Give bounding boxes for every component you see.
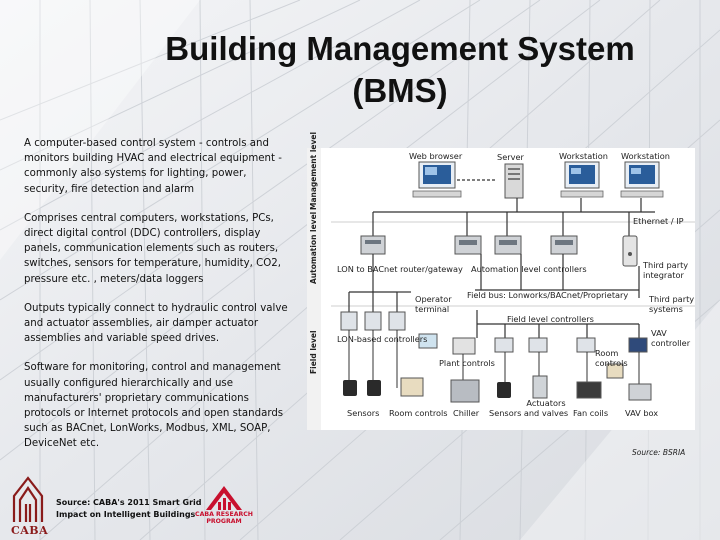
diagram-graphics bbox=[307, 148, 695, 430]
server-label: Server bbox=[497, 152, 524, 162]
ethernet-label: Ethernet / IP bbox=[633, 216, 684, 226]
web-browser-computer-icon bbox=[412, 161, 462, 198]
bms-architecture-diagram: Management level Automation level Field … bbox=[307, 132, 695, 430]
footer-source-line1: Source: CABA's 2011 Smart Grid bbox=[56, 498, 202, 507]
slide-title-line1: Building Management System bbox=[165, 30, 635, 67]
field-controller-icon bbox=[494, 337, 514, 353]
plant-controls-label: Plant controls bbox=[439, 358, 495, 368]
fan-coils-label: Fan coils bbox=[573, 408, 609, 418]
research-program-logo-icon bbox=[206, 486, 242, 510]
caba-logo-text: CABA bbox=[11, 524, 49, 537]
actuators-label: Actuators and valves bbox=[523, 398, 569, 418]
workstation-label: Workstation bbox=[559, 151, 608, 161]
automation-controllers-label: Automation level controllers bbox=[471, 264, 587, 274]
footer-source: Source: CABA's 2011 Smart Grid Impact on… bbox=[56, 497, 206, 521]
vav-box-icon bbox=[628, 383, 652, 401]
workstation-computer-icon-2 bbox=[620, 161, 664, 198]
vav-controller-icon bbox=[628, 337, 648, 353]
research-program-text: CABA RESEARCH PROGRAM bbox=[192, 511, 256, 525]
fan-coil-icon bbox=[576, 381, 602, 399]
sensor-icon-3 bbox=[497, 382, 511, 398]
lon-controller-icon-2 bbox=[364, 311, 382, 331]
paragraph-components: Comprises central computers, workstation… bbox=[24, 212, 281, 285]
automation-controller-icon-3 bbox=[550, 235, 578, 255]
field-level-controllers-label: Field level controllers bbox=[507, 314, 594, 324]
vav-controller-label: VAV controller bbox=[651, 328, 691, 348]
actuator-icon bbox=[532, 375, 548, 399]
workstation-computer-icon bbox=[560, 161, 604, 198]
automation-controller-icon bbox=[454, 235, 482, 255]
automation-level-label: Automation level bbox=[309, 211, 318, 284]
vav-box-label: VAV box bbox=[625, 408, 659, 418]
slide-title: Building Management System (BMS) bbox=[120, 28, 680, 112]
room-controls-label: Room controls bbox=[389, 408, 448, 418]
room-controls-right-label: Room controls bbox=[595, 348, 628, 368]
paragraph-software: Software for monitoring, control and man… bbox=[24, 362, 284, 450]
plant-controls-icon bbox=[452, 337, 476, 355]
caba-logo-icon bbox=[12, 476, 44, 522]
server-icon bbox=[504, 163, 524, 199]
field-bus-label: Field bus: Lonworks/BACnet/Proprietary bbox=[467, 290, 629, 300]
paragraph-definition: A computer-based control system - contro… bbox=[24, 138, 282, 195]
room-controls-icon bbox=[400, 377, 424, 397]
sensor-icon bbox=[343, 380, 357, 396]
paragraph-outputs: Outputs typically connect to hydraulic c… bbox=[24, 302, 288, 345]
lon-controller-icon-3 bbox=[388, 311, 406, 331]
research-program-line2: PROGRAM bbox=[206, 518, 242, 525]
web-browser-label: Web browser bbox=[409, 151, 463, 161]
chiller-label: Chiller bbox=[453, 408, 480, 418]
operator-terminal-icon bbox=[418, 333, 438, 349]
diagram-source: Source: BSRIA bbox=[632, 448, 686, 457]
sensors-label-2: Sensors bbox=[489, 408, 522, 418]
field-controller-icon-2 bbox=[528, 337, 548, 353]
footer-source-line2: Impact on Intelligent Buildings bbox=[56, 510, 196, 519]
lon-based-controllers-label: LON-based controllers bbox=[337, 334, 428, 344]
room-controls-icon-2 bbox=[606, 363, 624, 379]
chiller-icon bbox=[450, 379, 480, 403]
operator-terminal-label: Operator terminal bbox=[415, 294, 452, 314]
third-party-systems-label: Third party systems bbox=[649, 294, 695, 314]
third-party-integrator-icon bbox=[622, 235, 638, 267]
lon-router-icon bbox=[360, 235, 386, 255]
workstation-label-2: Workstation bbox=[621, 151, 670, 161]
sensors-label: Sensors bbox=[347, 408, 380, 418]
management-level-label: Management level bbox=[309, 131, 318, 210]
sensor-icon-2 bbox=[367, 380, 381, 396]
research-program-line1: CABA RESEARCH bbox=[195, 511, 253, 518]
third-party-integrator-label: Third party integrator bbox=[643, 260, 689, 280]
lon-router-label: LON to BACnet router/gateway bbox=[337, 264, 463, 274]
lon-controller-icon bbox=[340, 311, 358, 331]
field-level-label: Field level bbox=[309, 330, 318, 374]
automation-controller-icon-2 bbox=[494, 235, 522, 255]
body-text: A computer-based control system - contro… bbox=[24, 136, 292, 466]
field-controller-icon-3 bbox=[576, 337, 596, 353]
slide-title-line2: (BMS) bbox=[352, 72, 448, 109]
